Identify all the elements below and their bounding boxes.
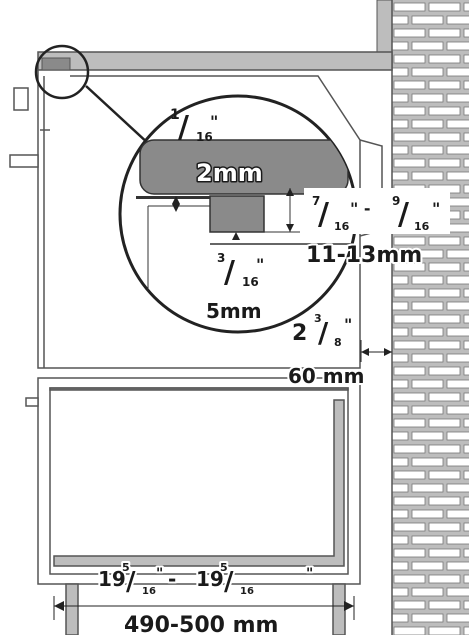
svg-text:": " — [432, 199, 440, 218]
svg-text:8: 8 — [334, 336, 342, 349]
svg-text:/: / — [318, 197, 329, 232]
width-fraction: 19 5 / 16 " - 19 5 / 16 " — [96, 559, 315, 599]
svg-text:/: / — [318, 316, 329, 349]
svg-text:16: 16 — [334, 220, 350, 233]
svg-text:": " — [306, 566, 313, 582]
width-mm: 490-500 mm — [124, 613, 278, 635]
svg-text:19: 19 — [196, 567, 224, 591]
svg-text:16: 16 — [196, 130, 213, 144]
svg-text:/: / — [126, 567, 136, 597]
svg-text:": " — [156, 566, 163, 582]
svg-text:16: 16 — [142, 586, 156, 597]
svg-text:16: 16 — [414, 220, 430, 233]
countertop — [37, 51, 393, 71]
brick-wall — [392, 0, 469, 635]
svg-text:/: / — [224, 255, 235, 290]
svg-text:": " — [344, 315, 352, 334]
svg-text:/: / — [178, 110, 189, 145]
svg-text:": " — [256, 255, 264, 274]
svg-text:-: - — [168, 567, 183, 591]
svg-text:3: 3 — [217, 251, 225, 265]
svg-text:5: 5 — [220, 561, 228, 574]
svg-text:3: 3 — [314, 312, 322, 325]
svg-text:16: 16 — [242, 275, 259, 289]
top-gap-fraction: 1 / 16 " — [170, 107, 218, 145]
side-gap-mm: 60 mm — [288, 364, 364, 388]
detail-callout — [34, 44, 358, 334]
range-mm: 11-13mm — [306, 243, 422, 268]
width-dimension — [53, 596, 355, 620]
svg-text:": " — [210, 112, 218, 131]
svg-text:16: 16 — [240, 586, 254, 597]
svg-text:19: 19 — [98, 567, 126, 591]
top-gap-mm: 2mm — [196, 159, 263, 187]
range-fraction: 7 / 16 " - 9 / 16 " — [304, 188, 450, 234]
svg-text:2: 2 — [292, 321, 307, 346]
svg-text:/: / — [224, 567, 234, 597]
side-gap-dimension — [360, 340, 392, 362]
svg-text:5: 5 — [122, 561, 130, 574]
bottom-gap-fraction: 3 / 16 " — [217, 251, 264, 290]
svg-text:" -: " - — [350, 199, 376, 218]
svg-text:/: / — [398, 197, 409, 232]
svg-text:1: 1 — [170, 107, 180, 123]
svg-text:7: 7 — [312, 194, 320, 208]
svg-text:9: 9 — [392, 194, 400, 208]
bottom-gap-mm: 5mm — [206, 299, 262, 323]
cabinet — [25, 377, 361, 635]
detail-trim — [209, 195, 265, 233]
side-gap-fraction: 2 3 / 8 " — [290, 312, 352, 349]
